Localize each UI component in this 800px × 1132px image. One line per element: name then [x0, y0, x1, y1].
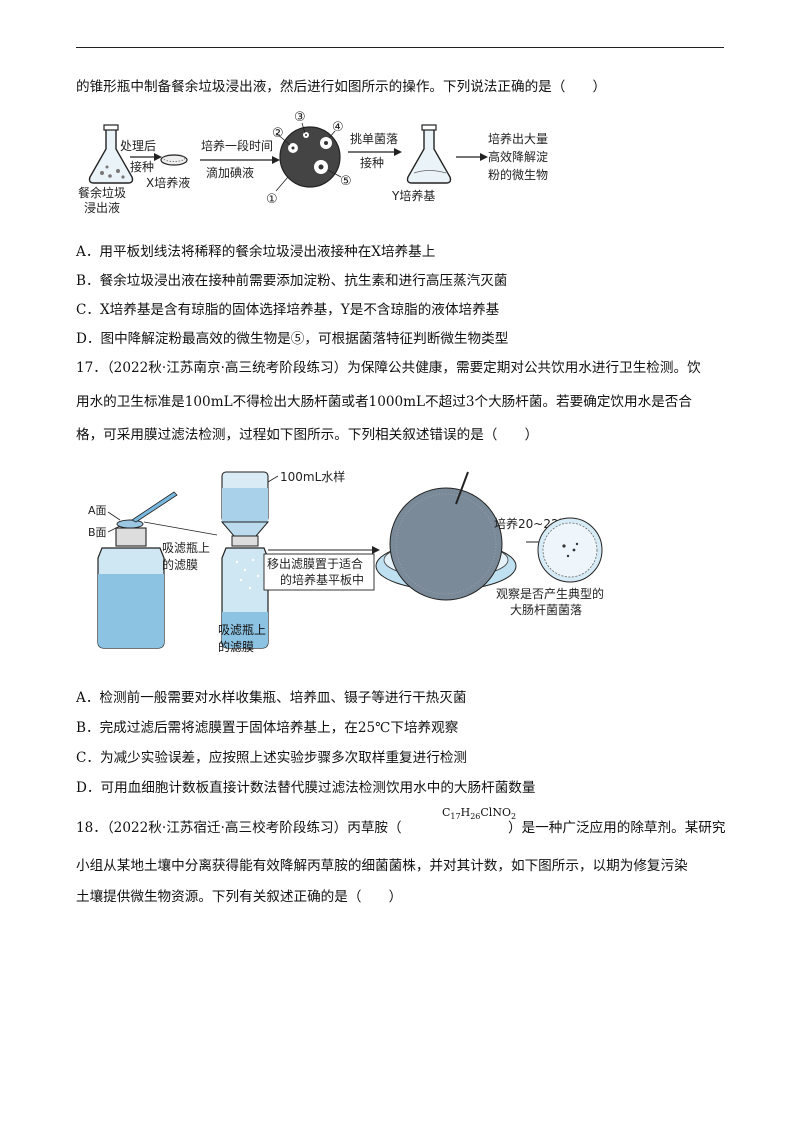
q18-line-3: 土壤提供微生物资源。下列有关叙述正确的是（ ） — [76, 889, 403, 905]
face-b-label: B面 — [88, 526, 107, 539]
membrane-plate-icon — [375, 487, 517, 601]
result-line-3: 粉的微生物 — [488, 167, 548, 182]
q18-line-1b: ）是一种广泛应用的除草剂。某研究 — [508, 820, 726, 836]
filter-label-2b-text: 的滤膜 — [218, 640, 255, 654]
dish-label: X培养液 — [146, 175, 190, 190]
circle-num-5: ⑤ — [340, 174, 352, 189]
face-a-label: A面 — [88, 504, 107, 517]
q16-option-b: B．餐余垃圾浸出液在接种前需要添加淀粉、抗生素和进行高压蒸汽灭菌 — [76, 273, 508, 289]
result-dish-icon — [537, 517, 603, 583]
left-flask-icon — [88, 124, 134, 184]
left-flask-label-2: 浸出液 — [84, 200, 120, 215]
left-bottle-icon — [97, 519, 165, 649]
arrow1-label-1: 处理后 — [120, 139, 156, 153]
arrow3-label-1: 挑单菌落 — [350, 132, 398, 146]
q17-figure: A面 B面 吸滤瓶上 的滤膜 100mL水样 吸滤瓶上 移出滤膜置于适合 的培养… — [88, 469, 604, 649]
right-flask-icon — [406, 124, 452, 184]
q16-option-d: D．图中降解淀粉最高效的微生物是⑤，可根据菌落特征判断微生物类型 — [76, 331, 509, 347]
q16-option-c: C．X培养基是含有琼脂的固体选择培养基，Y是不含琼脂的液体培养基 — [76, 302, 500, 318]
filter-label-1b: 的滤膜 — [162, 557, 198, 572]
q17-option-c: C．为减少实验误差，应按照上述实验步骤多次取样重复进行检测 — [76, 750, 468, 766]
arrow2-label-2: 滴加碘液 — [206, 165, 254, 180]
circle-num-4: ④ — [332, 120, 344, 135]
q17-option-a: A．检测前一般需要对水样收集瓶、培养皿、镊子等进行干热灭菌 — [76, 690, 467, 706]
q18-line-2: 小组从某地土壤中分离获得能有效降解丙草胺的细菌菌株，并对其计数，如下图所示，以期… — [76, 858, 688, 874]
header-rule — [76, 47, 724, 48]
observe-label-2: 大肠杆菌菌落 — [510, 603, 582, 617]
left-flask-label-1: 餐余垃圾 — [78, 185, 126, 200]
q16-option-a: A．用平板划线法将稀释的餐余垃圾浸出液接种在X培养基上 — [76, 244, 436, 260]
result-line-2: 高效降解淀 — [488, 149, 548, 164]
right-flask-label: Y培养基 — [391, 188, 435, 203]
filter-label-1a: 吸滤瓶上 — [162, 541, 210, 555]
tweezers-icon — [131, 491, 178, 523]
move-label-1: 移出滤膜置于适合 — [267, 556, 363, 571]
q17-line-2: 用水的卫生标准是100mL不得检出大肠杆菌或者1000mL不超过3个大肠杆菌。若… — [76, 394, 692, 410]
observe-label-1: 观察是否产生典型的 — [496, 586, 604, 601]
q18-line-1a: 18．（2022秋·江苏宿迁·高三校考阶段练习）丙草胺（ — [76, 820, 402, 836]
filter-apparatus-icon — [220, 471, 270, 649]
arrow3-label-2: 接种 — [360, 155, 384, 170]
q17-option-d: D．可用血细胞计数板直接计数法替代膜过滤法检测饮用水中的大肠杆菌数量 — [76, 780, 536, 796]
q16-intro: 的锥形瓶中制备餐余垃圾浸出液，然后进行如图所示的操作。下列说法正确的是（ ） — [76, 79, 607, 95]
petri-dish-icon — [160, 154, 188, 166]
q18-formula: C17H26ClNO2 — [442, 806, 517, 822]
arrow2-label-1: 培养一段时间 — [201, 138, 273, 153]
filter-label-2a-text: 吸滤瓶上 — [218, 623, 267, 637]
agar-plate-icon — [279, 126, 341, 188]
arrow1-label-2: 接种 — [130, 159, 154, 174]
circle-num-3: ③ — [294, 110, 306, 125]
move-label-2: 的培养基平板中 — [280, 572, 364, 587]
result-line-1: 培养出大量 — [488, 131, 548, 146]
circle-num-1: ① — [266, 192, 278, 207]
sample-label: 100mL水样 — [280, 469, 345, 484]
q17-line-1: 17．（2022秋·江苏南京·高三统考阶段练习）为保障公共健康，需要定期对公共饮… — [76, 360, 701, 376]
q17-option-b: B．完成过滤后需将滤膜置于固体培养基上，在25℃下培养观察 — [76, 720, 459, 736]
circle-num-2: ② — [272, 126, 284, 141]
q16-figure: 餐余垃圾 浸出液 处理后 接种 X培养液 培养一段时间 滴加碘液 ① ② ③ ④… — [78, 110, 548, 215]
q17-line-3: 格，可采用膜过滤法检测，过程如下图所示。下列相关叙述错误的是（ ） — [76, 427, 539, 443]
tweezers-2-icon — [455, 471, 469, 505]
